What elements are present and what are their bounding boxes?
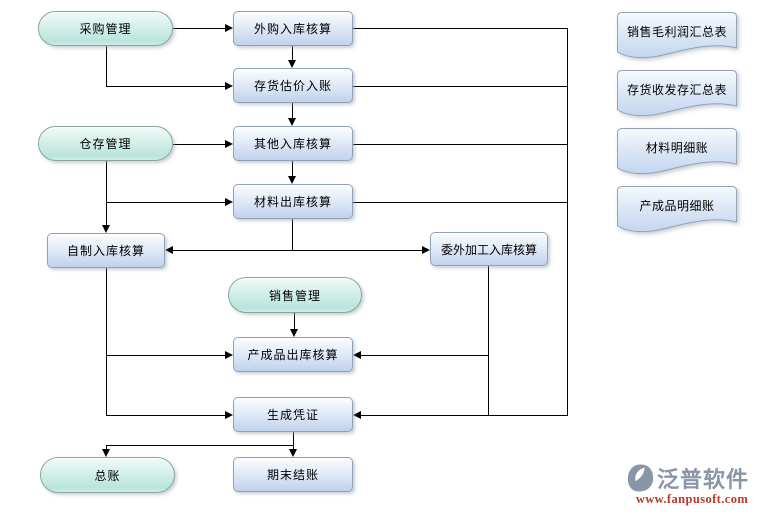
arrowhead-icon xyxy=(290,329,298,337)
arrowhead-icon xyxy=(288,176,296,184)
node-general-ledger: 总账 xyxy=(40,457,175,493)
connector-segment xyxy=(106,415,226,416)
connector-segment xyxy=(294,313,295,330)
connector-segment xyxy=(361,415,567,416)
logo-wordmark: 泛普软件 xyxy=(657,468,750,493)
arrowhead-icon xyxy=(225,140,233,148)
node-purchase-management: 采购管理 xyxy=(38,11,173,46)
node-finished-goods-outbound-accounting: 产成品出库核算 xyxy=(233,337,353,372)
report-doc-label: 产成品明细账 xyxy=(639,198,715,213)
document-shape-icon xyxy=(617,70,737,117)
arrowhead-icon xyxy=(102,225,110,233)
connector-segment xyxy=(173,144,226,145)
connector-segment xyxy=(106,46,107,87)
connector-segment xyxy=(292,103,293,119)
node-outsourced-processing-inbound-accounting: 委外加工入库核算 xyxy=(430,232,548,266)
arrowhead-icon xyxy=(288,60,296,68)
connector-segment xyxy=(292,219,293,251)
document-shape-icon xyxy=(617,128,737,175)
node-selfmade-inbound-accounting: 自制入库核算 xyxy=(47,233,165,268)
arrowhead-icon xyxy=(422,246,430,254)
connector-segment xyxy=(106,268,107,416)
connector-segment xyxy=(106,86,226,87)
report-doc-label: 存货收发存汇总表 xyxy=(626,82,727,97)
connector-segment xyxy=(361,355,488,356)
document-shape-icon xyxy=(617,12,737,59)
report-doc-finished-goods-detail-ledger: 产成品明细账 xyxy=(617,186,737,238)
node-period-end-closing: 期末结账 xyxy=(233,457,353,492)
arrowhead-icon xyxy=(165,246,173,254)
connector-segment xyxy=(488,266,489,416)
arrowhead-icon xyxy=(353,351,361,359)
arrowhead-icon xyxy=(288,118,296,126)
connector-segment xyxy=(293,432,294,446)
connector-segment xyxy=(106,355,226,356)
node-warehouse-management: 仓存管理 xyxy=(38,126,173,161)
connector-segment xyxy=(106,202,226,203)
connector-segment xyxy=(173,250,423,251)
node-generate-voucher: 生成凭证 xyxy=(233,397,353,432)
connector-segment xyxy=(106,445,294,446)
arrowhead-icon xyxy=(225,24,233,32)
node-sales-management: 销售管理 xyxy=(228,277,362,313)
connector-segment xyxy=(106,161,107,226)
connector-segment xyxy=(106,445,107,451)
node-inventory-valuation-entry: 存货估价入账 xyxy=(233,68,353,103)
connector-segment xyxy=(173,28,226,29)
node-other-inbound-accounting: 其他入库核算 xyxy=(233,126,353,161)
report-doc-label: 销售毛利润汇总表 xyxy=(626,24,727,39)
fanpu-logo-icon xyxy=(627,464,654,492)
report-doc-label: 材料明细账 xyxy=(645,140,709,155)
arrowhead-icon xyxy=(225,198,233,206)
arrowhead-icon xyxy=(225,411,233,419)
connector-segment xyxy=(567,28,568,416)
document-shape-icon xyxy=(617,186,737,233)
connector-segment xyxy=(292,46,293,61)
report-doc-inventory-in-out-summary: 存货收发存汇总表 xyxy=(617,70,737,122)
report-doc-sales-gross-profit-summary: 销售毛利润汇总表 xyxy=(617,12,737,64)
arrowhead-icon xyxy=(225,351,233,359)
report-doc-material-detail-ledger: 材料明细账 xyxy=(617,128,737,180)
site-url: www.fanpusoft.com xyxy=(635,492,749,506)
connector-segment xyxy=(353,86,567,87)
fanpu-logo: 泛普软件 www.fanpusoft.com xyxy=(627,462,757,507)
connector-segment xyxy=(353,144,567,145)
node-material-outbound-accounting: 材料出库核算 xyxy=(233,184,353,219)
node-outsourced-inbound-accounting: 外购入库核算 xyxy=(233,11,353,46)
connector-segment xyxy=(292,161,293,177)
connector-segment xyxy=(353,202,567,203)
arrowhead-icon xyxy=(289,449,297,457)
arrowhead-icon xyxy=(353,411,361,419)
arrowhead-icon xyxy=(102,449,110,457)
connector-segment xyxy=(293,445,294,451)
connector-segment xyxy=(353,28,567,29)
arrowhead-icon xyxy=(225,82,233,90)
